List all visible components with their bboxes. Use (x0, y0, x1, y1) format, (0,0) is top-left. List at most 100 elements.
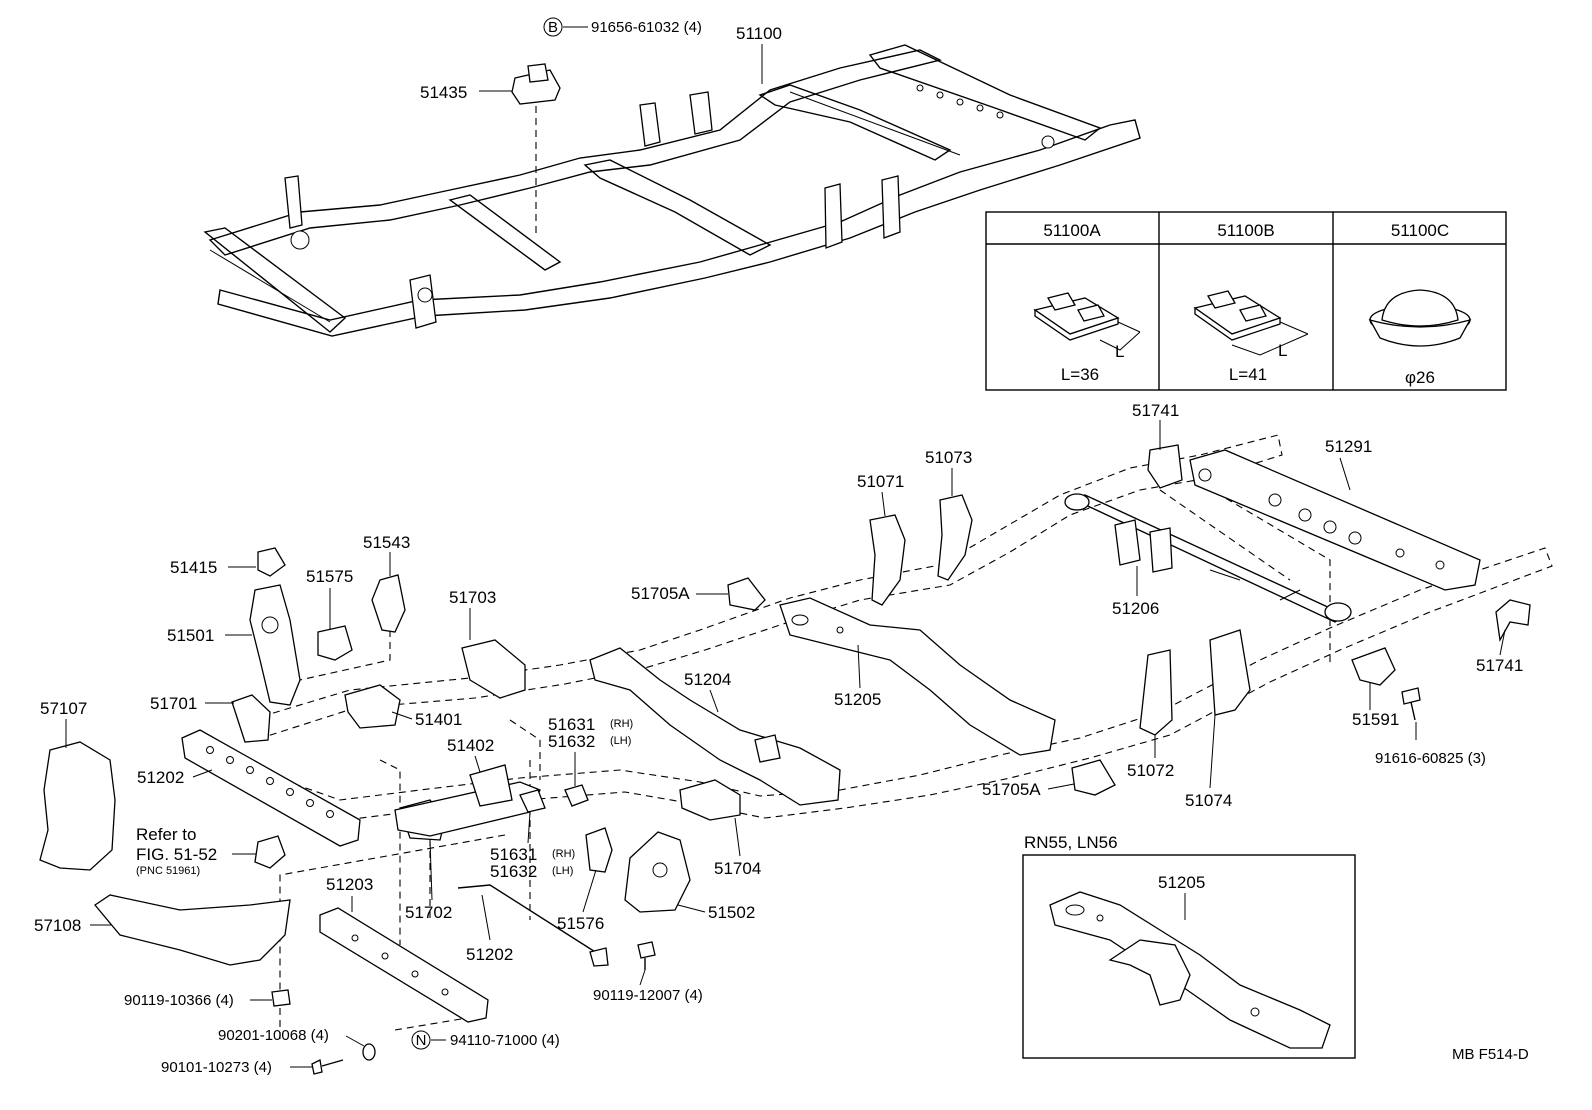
inset-crossmember-51205 (1049, 891, 1331, 1049)
refer-line-2: FIG. 51-52 (136, 845, 217, 864)
bracket-51501 (249, 584, 301, 706)
table-value-51100c: φ26 (1405, 368, 1435, 387)
label-51632-lh-a: 51632 (548, 732, 595, 751)
bolt-90101 (311, 1059, 344, 1075)
mount-51705a-top (727, 577, 766, 611)
bolt-90119-12007 (637, 941, 656, 970)
label-90119-10366: 90119-10366 (4) (124, 992, 234, 1009)
clip-51631-upper (564, 784, 589, 807)
label-51291: 51291 (1325, 437, 1372, 456)
crossmember-51203 (319, 907, 489, 1023)
label-51202-left: 51202 (137, 768, 184, 787)
label-51741-right: 51741 (1476, 656, 1523, 675)
bracket-51435 (479, 63, 561, 238)
table-value-51100a: L=36 (1061, 365, 1099, 384)
mount-51704 (679, 779, 741, 821)
bracket-51543 (371, 574, 406, 633)
label-90101-10273: 90101-10273 (4) (161, 1059, 272, 1076)
crossmember-51202-left (181, 729, 361, 847)
bracket-51415 (257, 547, 286, 577)
bracket-51591 (1351, 647, 1396, 686)
label-51702: 51702 (405, 903, 452, 922)
table-value-51100b: L=41 (1229, 365, 1267, 384)
table-header-51100a: 51100A (1043, 221, 1101, 240)
label-51204: 51204 (684, 670, 731, 689)
bolt-91616 (1401, 687, 1421, 721)
bracket-51576 (585, 827, 613, 873)
refer-pnc: (PNC 51961) (136, 865, 200, 877)
label-51631-rh-b: 51631 (490, 845, 537, 864)
label-51073: 51073 (925, 448, 972, 467)
label-rh-a: (RH) (610, 718, 633, 730)
label-51741-top: 51741 (1132, 401, 1179, 420)
label-51705a-mid: 51705A (982, 780, 1041, 799)
bracket-refer (254, 835, 286, 869)
pad-51100b-icon (1193, 290, 1309, 356)
crossmember-51205 (779, 597, 1056, 756)
label-bolt-91656: 91656-61032 (4) (591, 19, 702, 36)
bracket-51502 (624, 831, 691, 913)
bracket-51741-right (1495, 599, 1531, 643)
label-51632-lh-b: 51632 (490, 862, 537, 881)
bracket-51741-top (1147, 444, 1183, 489)
label-57108: 57108 (34, 916, 81, 935)
hanger-51072 (1139, 649, 1173, 736)
label-51502: 51502 (708, 903, 755, 922)
refer-line-1: Refer to (136, 825, 196, 844)
label-lh-b: (LH) (552, 865, 573, 877)
crossmember-51291 (1189, 449, 1481, 591)
rod-51202-bottom (457, 884, 609, 967)
label-51072: 51072 (1127, 761, 1174, 780)
inset-box (1022, 854, 1356, 1059)
inset-label-51205: 51205 (1158, 873, 1205, 892)
label-51202-bottom: 51202 (466, 945, 513, 964)
label-51704: 51704 (714, 859, 761, 878)
crossmember-rear-axle (1064, 493, 1352, 623)
label-91616-60825: 91616-60825 (3) (1375, 750, 1486, 767)
label-57107: 57107 (40, 699, 87, 718)
nut-n-callout: N (411, 1030, 446, 1050)
label-51205: 51205 (834, 690, 881, 709)
plug-51100c-icon (1368, 289, 1472, 347)
crossmember-51204 (589, 647, 841, 806)
bracket-51575 (317, 625, 353, 661)
variant-table: 51100A 51100B 51100C L L L=36 L=41 φ26 (985, 211, 1507, 391)
label-51543: 51543 (363, 533, 410, 552)
table-header-51100b: 51100B (1217, 221, 1274, 240)
pad-51100a-icon (1033, 292, 1141, 351)
label-51074: 51074 (1185, 791, 1232, 810)
label-51705a-top: 51705A (631, 584, 690, 603)
label-51206: 51206 (1112, 599, 1159, 618)
label-51575: 51575 (306, 567, 353, 586)
label-51402: 51402 (447, 736, 494, 755)
label-51631-rh-a: 51631 (548, 715, 595, 734)
bolt-b-circle-letter: B (548, 19, 558, 36)
table-header-51100c: 51100C (1391, 221, 1449, 240)
figure-code: MB F514-D (1452, 1046, 1529, 1063)
dim-l-b: L (1278, 341, 1287, 360)
inset-variant-label: RN55, LN56 (1024, 833, 1118, 852)
crossmember-51401 (344, 684, 401, 729)
label-51703: 51703 (449, 588, 496, 607)
nut-n-circle-letter: N (416, 1032, 427, 1049)
hanger-51074 (1209, 629, 1251, 716)
label-51401: 51401 (415, 710, 462, 729)
label-51203: 51203 (326, 875, 373, 894)
label-rh-b: (RH) (552, 848, 575, 860)
mount-51701 (231, 694, 271, 743)
dim-l-a: L (1115, 342, 1124, 361)
crossmember-51402 (394, 764, 541, 837)
hanger-51071 (869, 514, 906, 606)
label-51435: 51435 (420, 83, 467, 102)
label-51071: 51071 (857, 472, 904, 491)
shield-57107 (39, 741, 116, 871)
label-51415: 51415 (170, 558, 217, 577)
frame-assembly-top (203, 44, 1141, 337)
shield-57108 (94, 894, 291, 966)
mount-51703 (461, 639, 526, 699)
label-90119-12007: 90119-12007 (4) (593, 987, 703, 1004)
label-51576: 51576 (557, 914, 604, 933)
bolt-90119-10366 (271, 989, 291, 1007)
label-51100: 51100 (736, 24, 782, 43)
